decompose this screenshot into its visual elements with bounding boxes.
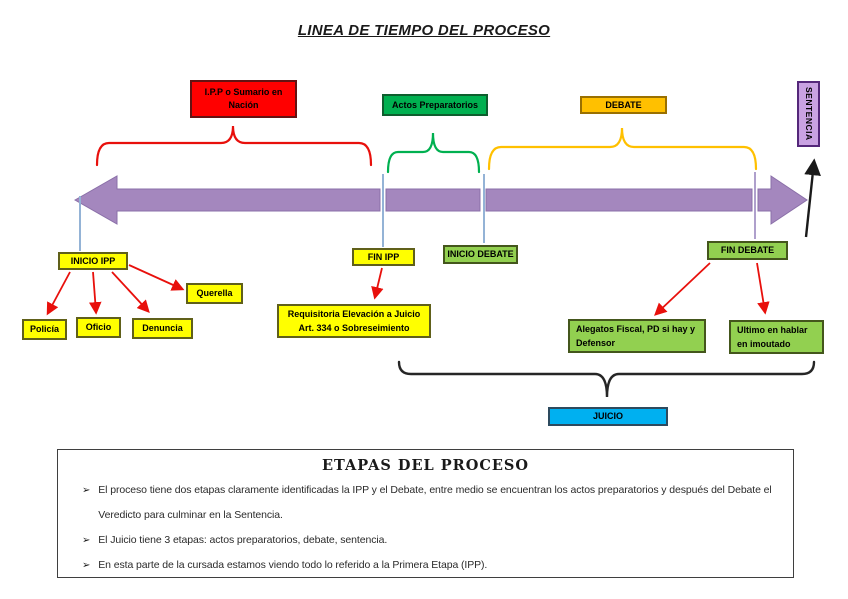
arrow-inicio-ipp-to-querella [128,264,185,291]
timeline-segment-debate [485,188,753,212]
arrow-fin-debate-to-ultimo [756,262,770,315]
marker-box-fin-ipp: FIN IPP [352,248,415,266]
etapas-bullet-text: El proceso tiene dos etapas claramente i… [98,484,772,521]
marker-box-fin-debate: FIN DEBATE [707,241,788,260]
arrow-fin-ipp-to-requisitoria [371,267,384,300]
etapas-heading: ETAPAS DEL PROCESO [321,457,530,474]
etapas-bullet-item: ➢ El Juicio tiene 3 etapas: actos prepar… [82,528,775,553]
etapas-bullet-text: En esta parte de la cursada estamos vien… [98,559,488,571]
etapas-bullet-item: ➢ En esta parte de la cursada estamos vi… [82,553,775,578]
arrow-inicio-ipp-to-oficio [88,271,102,315]
origin-box-oficio: Oficio [76,317,121,338]
timeline-segment-actos [385,188,481,212]
stage-box-sentencia: SENTENCIA [797,81,820,147]
origin-box-querella: Querella [186,283,243,304]
juicio-box: JUICIO [548,407,668,426]
page-title: LINEA DE TIEMPO DEL PROCESO [297,22,551,39]
outcome-box-alegatos: Alegatos Fiscal, PD si hay y Defensor [568,319,706,353]
origin-box-policia: Policía [22,319,67,340]
arrow-fin-debate-to-alegatos [654,262,711,316]
bullet-arrow-icon: ➢ [82,535,91,546]
bullet-arrow-icon: ➢ [82,560,91,571]
actos-stage-brace [386,132,481,174]
outcome-box-ultimo: Ultimo en hablar en imoutado [729,320,824,354]
arrow-inicio-ipp-to-policia [46,271,71,316]
timeline-arrow-left-segment [73,175,381,225]
ipp-stage-brace [95,125,373,167]
marker-box-inicio-ipp: INICIO IPP [58,252,128,270]
origin-box-denuncia: Denuncia [132,318,193,339]
etapas-panel: ETAPAS DEL PROCESO ➢ El proceso tiene do… [57,449,794,578]
arrow-to-sentencia [804,158,821,238]
outcome-box-requisitoria: Requisitoria Elevación a Juicio Art. 334… [277,304,431,338]
marker-box-inicio-debate: INICIO DEBATE [443,245,518,264]
arrow-inicio-ipp-to-denuncia [111,271,150,313]
debate-stage-brace [487,127,758,171]
stage-box-actos-preparatorios: Actos Preparatorios [382,94,488,116]
etapas-bullet-item: ➢ El proceso tiene dos etapas claramente… [82,478,775,528]
bullet-arrow-icon: ➢ [82,485,91,496]
timeline-arrow-right-segment [757,175,808,225]
stage-box-ipp: I.P.P o Sumario en Nación [190,80,297,118]
etapas-bullet-text: El Juicio tiene 3 etapas: actos preparat… [98,534,388,546]
juicio-brace [397,360,816,398]
stage-box-debate: DEBATE [580,96,667,114]
etapas-bullet-list: ➢ El proceso tiene dos etapas claramente… [58,478,793,578]
